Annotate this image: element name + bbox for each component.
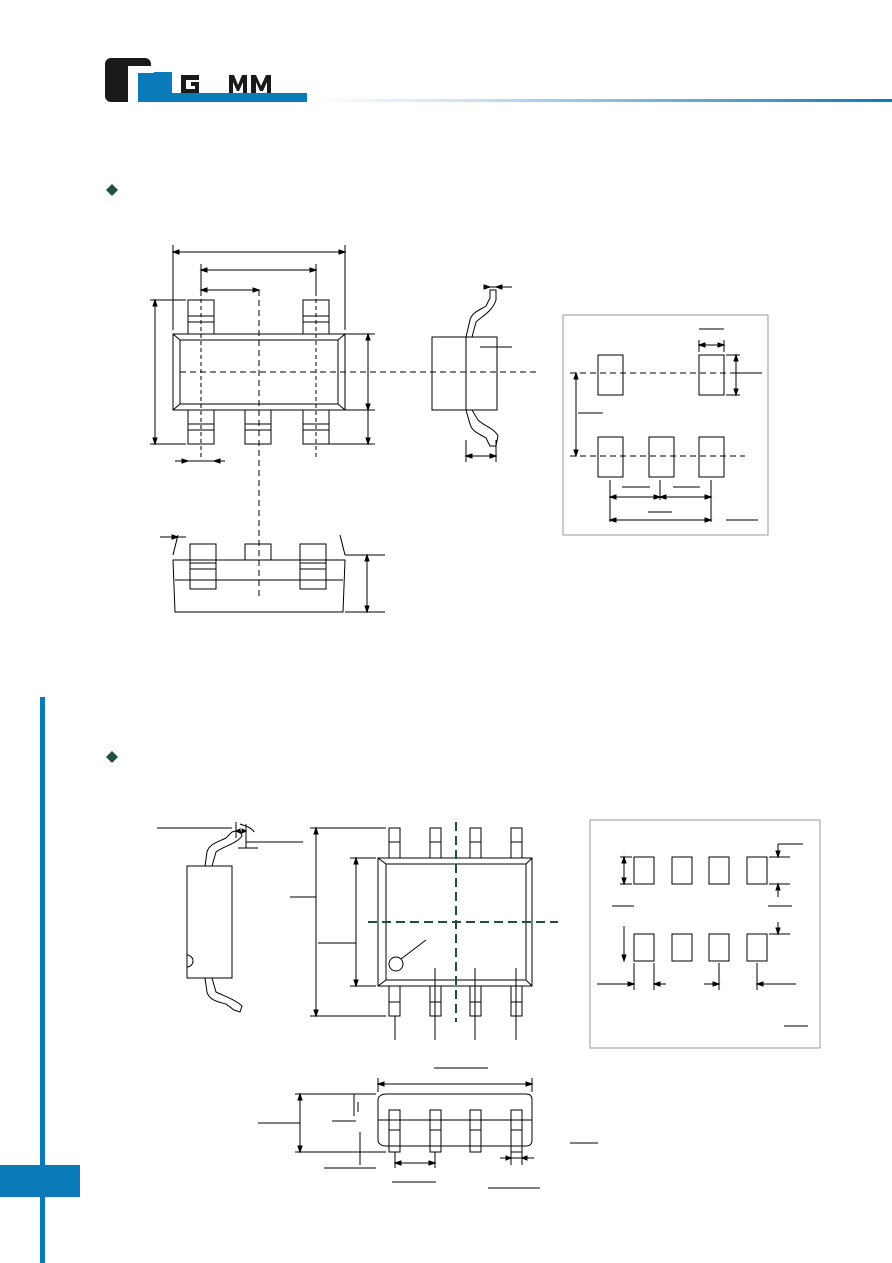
top-view-2 bbox=[290, 822, 558, 1069]
top-view bbox=[150, 245, 540, 600]
footprint-panel-1 bbox=[562, 314, 769, 536]
side-view bbox=[431, 284, 512, 462]
header bbox=[0, 0, 892, 110]
front-view bbox=[160, 534, 385, 614]
footprint-panel-2 bbox=[589, 819, 821, 1049]
logo bbox=[105, 58, 892, 102]
front-view-2 bbox=[258, 1078, 598, 1189]
side-tab bbox=[0, 1165, 80, 1197]
side-bar bbox=[40, 697, 45, 1263]
diamond-icon bbox=[106, 184, 118, 196]
side-view-2 bbox=[157, 822, 303, 1013]
diamond-icon bbox=[106, 751, 118, 763]
